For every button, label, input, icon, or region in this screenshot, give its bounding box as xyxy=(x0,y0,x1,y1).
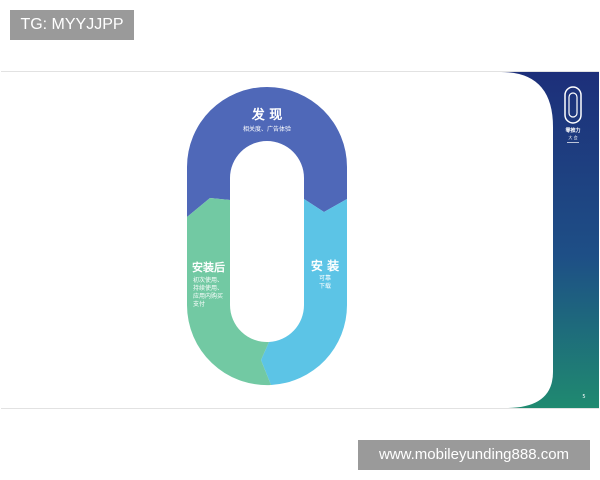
slide-canvas: 发 现 相关度、广告体验 安 装 可靠 下载 安装后 初次使用、 持续使用、 应… xyxy=(1,72,599,408)
post-install-desc-line: 应用内购买 xyxy=(193,292,223,300)
discover-desc: 相关度、广告体验 xyxy=(243,125,291,133)
panel-curve xyxy=(1,72,553,408)
post-install-title: 安装后 xyxy=(192,260,225,274)
page-number: 5 xyxy=(582,394,585,400)
post-install-desc-line: 支付 xyxy=(193,300,205,308)
post-install-segment xyxy=(186,198,271,386)
brand-name: 零推力 xyxy=(565,127,580,134)
top-watermark: TG: MYYJJPP xyxy=(10,10,134,40)
install-segment xyxy=(261,199,348,385)
brand-logo: 零推力 大 会 xyxy=(564,86,582,143)
discover-segment xyxy=(187,87,347,217)
post-install-desc-line: 初次使用、 xyxy=(193,276,223,284)
bottom-watermark: www.mobileyunding888.com xyxy=(358,440,590,470)
install-title: 安 装 xyxy=(311,258,339,273)
install-desc-line: 下载 xyxy=(319,282,331,290)
install-desc-line: 可靠 xyxy=(319,274,331,282)
slide: 发 现 相关度、广告体验 安 装 可靠 下载 安装后 初次使用、 持续使用、 应… xyxy=(1,71,599,409)
post-install-desc-line: 持续使用、 xyxy=(193,284,223,292)
discover-title: 发 现 xyxy=(251,107,283,123)
brand-sub: 大 会 xyxy=(568,134,577,140)
